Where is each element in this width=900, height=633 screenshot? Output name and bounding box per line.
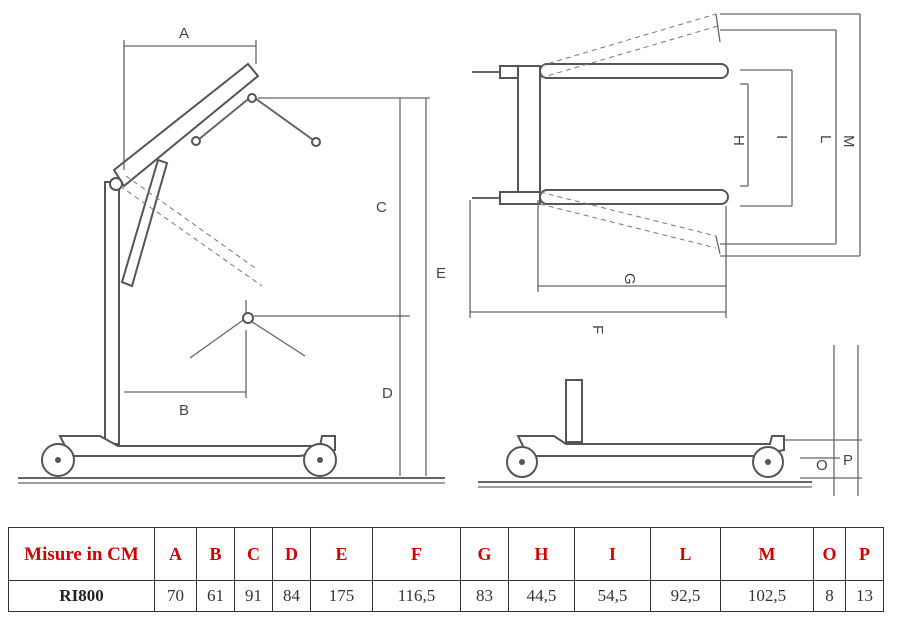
table-header-cell: E (310, 527, 373, 581)
table-cell: 91 (234, 580, 273, 612)
table-header-cell: Misure in CM (8, 527, 155, 581)
dim-label-a: A (179, 25, 189, 42)
table-header-cell: B (196, 527, 235, 581)
table-cell: 116,5 (372, 580, 461, 612)
table-cell: 8 (813, 580, 846, 612)
table-header-cell: O (813, 527, 846, 581)
dim-label-h: H (730, 135, 747, 146)
lift-technical-drawing: A B C D E (18, 13, 862, 496)
dim-label-l: L (817, 135, 834, 143)
table-header-row: Misure in CM A B C D E F G H I L M O P (8, 527, 884, 581)
table-header-cell: H (508, 527, 575, 581)
dim-label-p: P (843, 452, 853, 469)
dim-label-g: G (621, 273, 638, 285)
table-cell: 102,5 (720, 580, 814, 612)
dim-label-b: B (179, 402, 189, 419)
table-cell: 13 (845, 580, 884, 612)
table-header-cell: C (234, 527, 273, 581)
dim-label-e: E (436, 265, 446, 282)
table-cell: 54,5 (574, 580, 651, 612)
table-cell: 84 (272, 580, 311, 612)
table-header-cell: P (845, 527, 884, 581)
table-cell: RI800 (8, 580, 155, 612)
table-row: RI800 70 61 91 84 175 116,5 83 44,5 54,5… (8, 580, 884, 612)
dim-label-i: I (773, 135, 790, 139)
dim-label-d: D (382, 385, 393, 402)
table-header-cell: D (272, 527, 311, 581)
table-cell: 70 (154, 580, 197, 612)
table-cell: 175 (310, 580, 373, 612)
dim-label-m: M (840, 135, 857, 148)
table-header-cell: I (574, 527, 651, 581)
dim-label-f: F (589, 325, 606, 334)
top-view: H I L M G F (469, 13, 861, 334)
table-header-cell: M (720, 527, 814, 581)
table-header-cell: A (154, 527, 197, 581)
table-cell: 44,5 (508, 580, 575, 612)
low-side-view: O P (478, 345, 862, 496)
table-cell: 83 (460, 580, 509, 612)
dim-label-o: O (816, 457, 828, 474)
dimension-table: Misure in CM A B C D E F G H I L M O P R… (8, 527, 884, 612)
table-cell: 61 (196, 580, 235, 612)
table-header-cell: L (650, 527, 721, 581)
dim-label-c: C (376, 199, 387, 216)
table-cell: 92,5 (650, 580, 721, 612)
table-header-cell: G (460, 527, 509, 581)
table-header-cell: F (372, 527, 461, 581)
side-view: A B C D E (18, 25, 446, 484)
